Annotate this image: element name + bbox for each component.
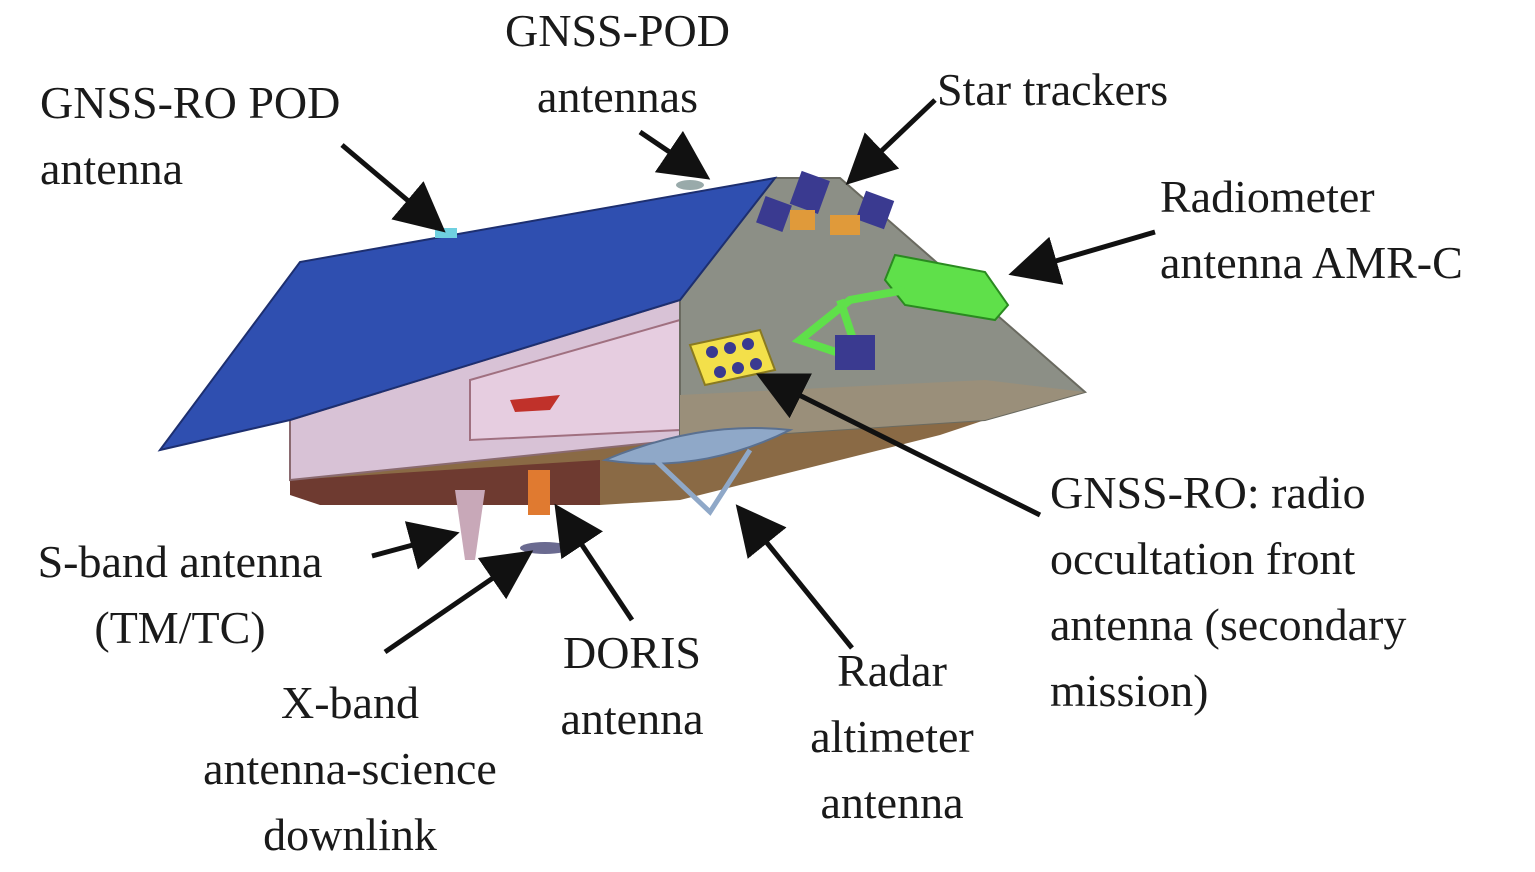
label-s-band-antenna: S-band antenna (TM/TC) [0, 529, 360, 661]
label-line: GNSS-POD [505, 5, 730, 56]
arrow-gnss-pod [638, 129, 711, 180]
radiometer-base [835, 335, 875, 370]
star-tracker-mount [790, 210, 815, 230]
satellite-bottom-panel [290, 460, 600, 505]
antenna-elements [706, 338, 762, 378]
label-line: antennas [537, 71, 698, 122]
label-line: antenna (secondary [1050, 599, 1407, 650]
gnss-ro-pod-antenna [435, 228, 457, 238]
label-line: antenna [560, 693, 704, 744]
label-line: Star trackers [937, 64, 1169, 115]
arrow-x-band [383, 550, 534, 655]
s-band-antenna [455, 490, 485, 560]
label-line: X-band [281, 677, 419, 728]
star-tracker-mount [830, 215, 860, 235]
label-x-band-antenna: X-band antenna-science downlink [170, 670, 530, 868]
label-gnss-ro-front-antenna: GNSS-RO: radio occultation front antenna… [1050, 460, 1406, 724]
label-line: antenna [820, 777, 964, 828]
arrow-radiometer [1008, 229, 1156, 285]
label-star-trackers: Star trackers [937, 57, 1168, 123]
label-line: Radar [837, 645, 947, 696]
label-line: GNSS-RO POD [40, 77, 341, 128]
label-line: downlink [263, 809, 437, 860]
arrow-s-band [371, 521, 460, 570]
label-radar-altimeter-antenna: Radar altimeter antenna [780, 638, 1004, 836]
arrow-star-trackers [845, 98, 937, 185]
star-tracker [789, 170, 830, 215]
label-radiometer: Radiometer antenna AMR-C [1160, 164, 1463, 296]
red-component [510, 395, 560, 412]
label-line: occultation front [1050, 533, 1356, 584]
label-line: GNSS-RO: radio [1050, 467, 1366, 518]
label-line: (TM/TC) [94, 602, 266, 653]
arrow-radar [735, 504, 854, 650]
arrow-gnss-ro-pod [340, 143, 446, 233]
label-gnss-ro-pod-antenna: GNSS-RO POD antenna [40, 70, 340, 202]
x-band-antenna [520, 542, 570, 554]
label-line: mission) [1050, 665, 1209, 716]
star-tracker [756, 196, 792, 232]
label-gnss-pod-antennas: GNSS-POD antennas [470, 0, 765, 130]
doris-antenna [528, 470, 550, 515]
star-tracker [855, 190, 895, 230]
label-line: altimeter [810, 711, 974, 762]
label-line: S-band antenna [37, 536, 323, 587]
callout-arrows [340, 98, 1156, 655]
label-doris-antenna: DORIS antenna [520, 620, 744, 752]
label-line: antenna AMR-C [1160, 237, 1463, 288]
label-line: Radiometer [1160, 171, 1375, 222]
label-line: antenna-science [203, 743, 497, 794]
arrow-doris [554, 503, 635, 622]
radiometer-antenna [883, 253, 1010, 322]
gnss-pod-antenna [676, 180, 704, 190]
arrow-gnss-ro-front [756, 373, 1042, 518]
label-line: antenna [40, 143, 184, 194]
radar-altimeter-strut [648, 448, 753, 516]
solar-panel [157, 176, 778, 452]
label-line: DORIS [562, 627, 702, 678]
